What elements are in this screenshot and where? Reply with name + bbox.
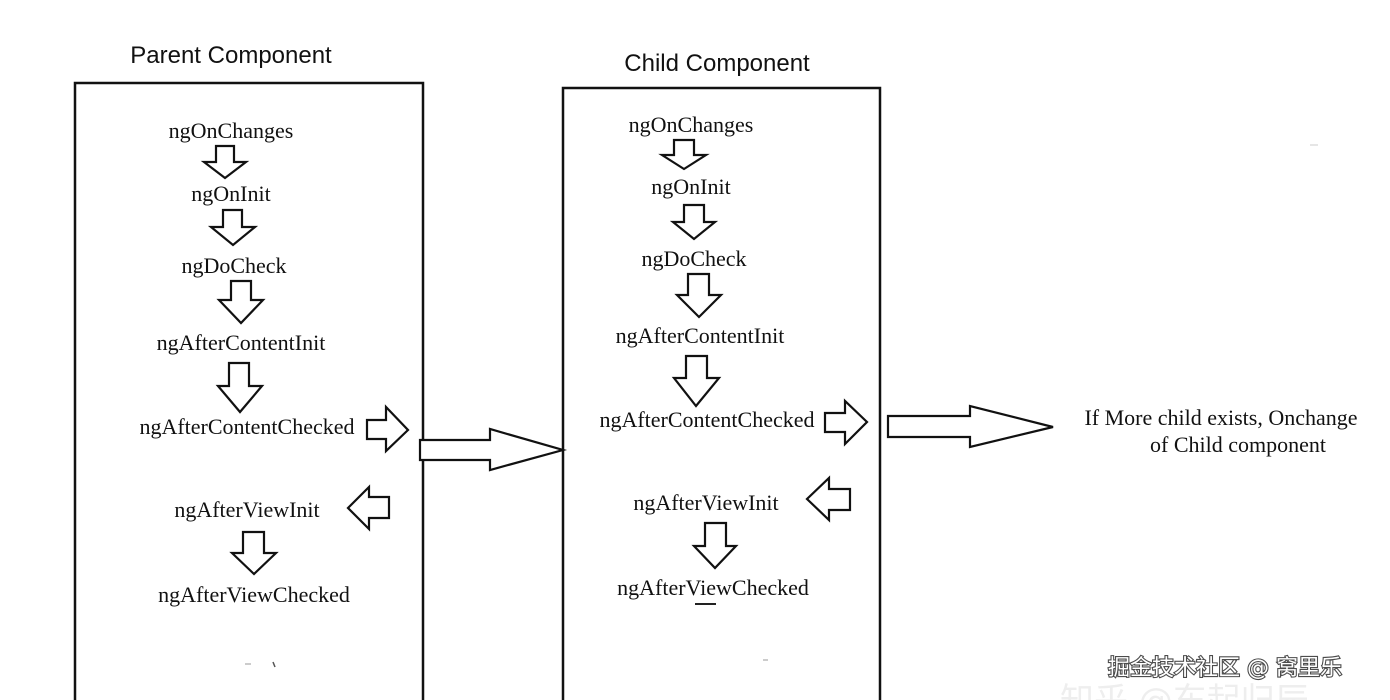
right-arrow-icon xyxy=(823,398,869,447)
parent-hook-ngonchanges: ngOnChanges xyxy=(169,118,294,143)
child-hooks: ngOnChanges ngOnInit ngDoCheck ngAfterCo… xyxy=(599,112,814,600)
parent-component-box xyxy=(73,81,425,700)
child-component-title: Child Component xyxy=(624,50,810,77)
down-arrow-icon xyxy=(691,521,739,570)
more-child-note-line2: of Child component xyxy=(1150,432,1326,457)
stray-mark xyxy=(272,661,276,668)
down-arrow-icon xyxy=(658,138,710,171)
child-hook-ngoninit: ngOnInit xyxy=(651,174,730,199)
child-hook-ngafterviewchecked: ngAfterViewChecked xyxy=(617,575,809,600)
down-arrow-icon xyxy=(674,272,724,319)
parent-component-title: Parent Component xyxy=(130,42,332,69)
left-arrow-icon xyxy=(805,475,852,523)
faded-watermark: 知乎 @东起归辰 xyxy=(1060,681,1309,700)
child-component-box xyxy=(561,86,882,700)
child-hook-ngafterviewinit: ngAfterViewInit xyxy=(633,490,778,515)
down-arrow-icon xyxy=(669,203,719,241)
child-hook-ngdocheck: ngDoCheck xyxy=(641,246,746,271)
right-arrow-icon xyxy=(365,404,410,454)
child-hook-ngaftercontentinit: ngAfterContentInit xyxy=(616,323,785,348)
down-arrow-icon xyxy=(229,530,279,576)
child-hook-ngonchanges: ngOnChanges xyxy=(629,112,754,137)
parent-hook-ngafterviewchecked: ngAfterViewChecked xyxy=(158,582,350,607)
parent-hook-ngdocheck: ngDoCheck xyxy=(181,253,286,278)
parent-hook-ngoninit: ngOnInit xyxy=(191,181,270,206)
parent-hook-ngaftercontentchecked: ngAfterContentChecked xyxy=(139,414,354,439)
more-child-note-line1: If More child exists, Onchange xyxy=(1084,405,1357,430)
child-to-more-children-arrow-icon xyxy=(886,404,1054,449)
juejin-watermark: 掘金技术社区 @ 窝里乐 xyxy=(1108,656,1342,681)
parent-to-child-arrow-icon xyxy=(418,427,568,472)
parent-hook-ngafterviewinit: ngAfterViewInit xyxy=(174,497,319,522)
child-hook-ngaftercontentchecked: ngAfterContentChecked xyxy=(599,407,814,432)
down-arrow-icon xyxy=(200,144,250,180)
down-arrow-icon xyxy=(215,361,265,414)
parent-hook-ngaftercontentinit: ngAfterContentInit xyxy=(157,330,326,355)
down-arrow-icon xyxy=(207,208,259,247)
parent-hooks: ngOnChanges ngOnInit ngDoCheck ngAfterCo… xyxy=(139,118,354,607)
down-arrow-icon xyxy=(216,279,266,325)
left-arrow-icon xyxy=(346,484,391,532)
down-arrow-icon xyxy=(671,354,722,408)
